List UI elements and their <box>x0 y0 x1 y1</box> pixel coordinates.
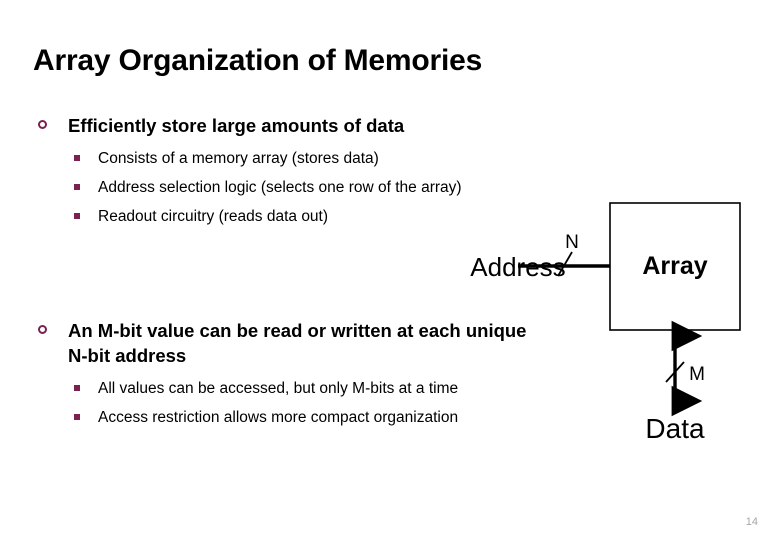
bullet-text: Readout circuitry (reads data out) <box>98 208 329 225</box>
page-number: 14 <box>745 516 758 528</box>
square-bullet-icon <box>74 184 80 190</box>
bullet-level1-efficiently-store: Efficiently store large amounts of data <box>38 113 538 138</box>
page-title: Array Organization of Memories <box>33 44 483 77</box>
data-bus-width-label: M <box>689 364 705 385</box>
bullet-level2-readout-circuitry: Readout circuitry (reads data out) <box>74 206 554 228</box>
square-bullet-icon <box>74 155 80 161</box>
bullet-text: All values can be accessed, but only M-b… <box>98 380 459 397</box>
bullet-text: Consists of a memory array (stores data) <box>98 150 379 167</box>
bullet-level2-all-values-accessed: All values can be accessed, but only M-b… <box>74 378 554 400</box>
square-bullet-icon <box>74 213 80 219</box>
data-bus-slash <box>665 361 685 383</box>
bullet-text: Access restriction allows more compact o… <box>98 409 459 426</box>
bullet-level1-m-bit-value: An M-bit value can be read or written at… <box>38 318 538 368</box>
bullet-text: Efficiently store large amounts of data <box>68 115 405 136</box>
bullet-text: An M-bit value can be read or written at… <box>68 320 527 366</box>
square-bullet-icon <box>74 414 80 420</box>
bullet-level2-access-restriction: Access restriction allows more compact o… <box>74 407 554 429</box>
bullet-level2-consists-of-memory-array: Consists of a memory array (stores data) <box>74 148 554 170</box>
address-bus-slash <box>557 251 573 277</box>
bullet-level2-address-selection-logic: Address selection logic (selects one row… <box>74 177 554 199</box>
bullet-text: Address selection logic (selects one row… <box>98 179 462 196</box>
data-label: Data <box>645 413 705 444</box>
hollow-circle-bullet-icon <box>38 325 47 334</box>
array-block-label: Array <box>642 252 707 280</box>
square-bullet-icon <box>74 385 80 391</box>
hollow-circle-bullet-icon <box>38 120 47 129</box>
address-bus-width-label: N <box>565 232 579 253</box>
array-block-rect <box>609 202 741 331</box>
memory-array-block-diagram: Array Address N M <box>400 190 780 455</box>
